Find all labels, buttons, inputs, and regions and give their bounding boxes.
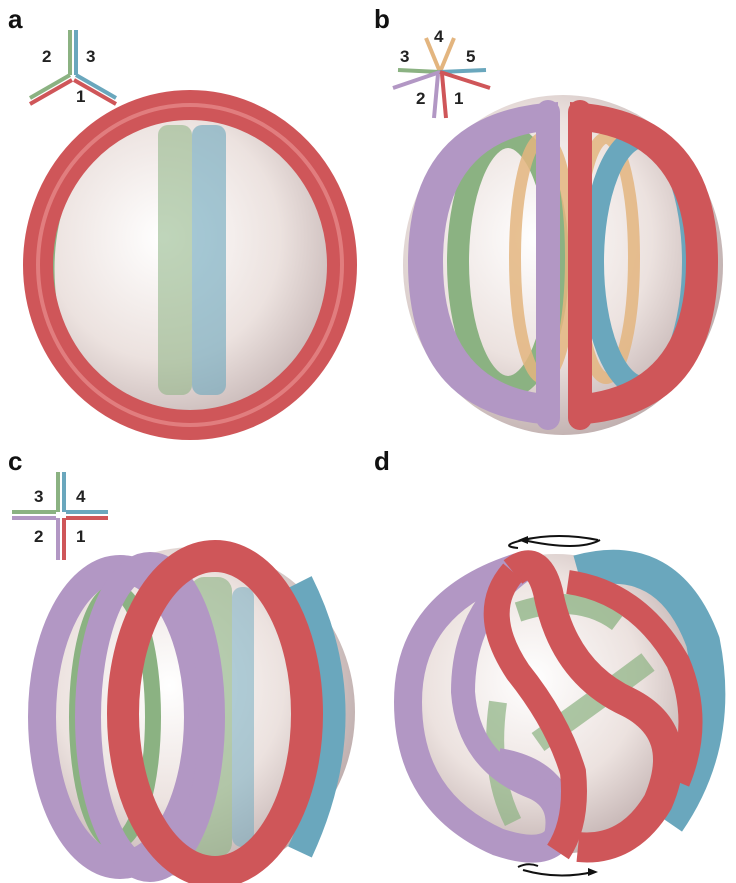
panel-letter: b [374, 4, 390, 34]
panel-a-figure: 1 2 3 [23, 30, 357, 440]
panel-b-figure: 1 2 3 4 5 [392, 27, 723, 435]
purple-ring-inner [75, 552, 225, 882]
key-label-1: 1 [454, 89, 463, 108]
blue-band [232, 587, 254, 847]
blue-ring-back [288, 576, 346, 858]
red-ring-outer [483, 563, 587, 860]
red-ring [570, 102, 718, 425]
key-label-3: 3 [400, 47, 409, 66]
red-ring-highlight [36, 103, 344, 427]
blue-band [192, 125, 226, 395]
panel-d: d [368, 442, 736, 883]
key-label-3: 3 [34, 487, 43, 506]
purple-ring [408, 102, 558, 425]
panel-c-figure: 1 2 3 4 [12, 472, 355, 883]
purple-ring-bar [536, 100, 560, 430]
red-ring-front [503, 550, 683, 863]
key-label-1: 1 [76, 527, 85, 546]
panel-d-figure [393, 535, 726, 877]
strand-key: 1 2 3 4 [12, 472, 108, 560]
key-label-4: 4 [76, 487, 86, 506]
red-ring-bar [568, 100, 592, 430]
key-label-1: 1 [76, 87, 85, 106]
green-band-upper [514, 594, 624, 631]
strand-key: 1 2 3 4 5 [392, 27, 491, 119]
panel-letter: d [374, 446, 390, 476]
key-label-2: 2 [42, 47, 51, 66]
key-label-5: 5 [466, 47, 475, 66]
panel-letter: c [8, 446, 23, 476]
purple-ring-inner [450, 560, 570, 851]
panel-a: 1 2 3 a [0, 0, 368, 441]
rotation-arrow-bottom [517, 863, 598, 877]
key-label-2: 2 [34, 527, 43, 546]
red-ring [107, 540, 323, 883]
key-label-3: 3 [86, 47, 95, 66]
green-band [158, 125, 192, 395]
rotation-arrow-top [508, 535, 601, 549]
panel-b: 1 2 3 4 5 b [368, 0, 736, 441]
panel-c: 1 2 3 4 c [0, 442, 368, 883]
red-ring-right [566, 570, 703, 787]
panel-letter: a [8, 4, 23, 34]
strand-key: 1 2 3 [29, 30, 117, 106]
key-label-4: 4 [434, 27, 444, 46]
key-label-2: 2 [416, 89, 425, 108]
